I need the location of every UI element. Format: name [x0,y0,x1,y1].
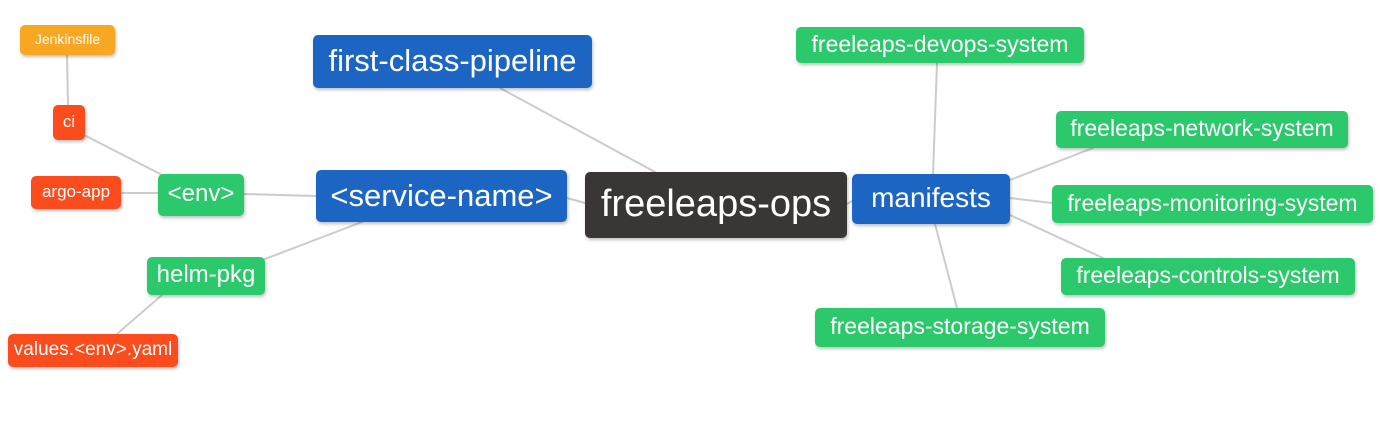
node-label: ci [62,112,76,131]
edge-freeleaps-ops-to-manifests [846,200,853,205]
edge-first-class-pipeline-to-freeleaps-ops [499,87,656,173]
node-argo-app[interactable]: argo-app [31,176,121,209]
node-label: freeleaps-ops [600,183,832,225]
node-ci[interactable]: ci [53,105,85,140]
node-label: argo-app [41,182,111,201]
node-values-env-yaml[interactable]: values.<env>.yaml [8,334,178,367]
edge-ci-to-env [85,135,167,178]
edge-jenkinsfile-to-ci [66,54,69,106]
node-label: <env> [167,180,235,207]
node-monitoring-system[interactable]: freeleaps-monitoring-system [1052,185,1373,223]
edge-manifests-to-monitoring-system [1009,197,1053,204]
node-label: manifests [871,182,991,213]
node-service-name[interactable]: <service-name> [316,170,567,222]
node-freeleaps-ops[interactable]: freeleaps-ops [585,172,847,238]
edge-manifests-to-network-system [1009,147,1094,181]
edge-service-name-to-helm-pkg [264,221,363,260]
node-label: freeleaps-devops-system [811,30,1069,57]
node-network-system[interactable]: freeleaps-network-system [1056,111,1348,148]
edge-env-to-service-name [243,193,317,197]
node-jenkinsfile[interactable]: Jenkinsfile [20,25,115,55]
edge-service-name-to-freeleaps-ops [566,197,586,204]
node-storage-system[interactable]: freeleaps-storage-system [815,308,1105,347]
node-manifests[interactable]: manifests [852,174,1010,224]
node-label: first-class-pipeline [328,43,577,78]
edge-manifests-to-devops-system [932,62,938,175]
node-first-class-pipeline[interactable]: first-class-pipeline [313,35,592,88]
node-env[interactable]: <env> [158,174,244,216]
node-label: freeleaps-controls-system [1076,262,1340,288]
node-label: freeleaps-network-system [1070,115,1334,141]
edge-values-env-yaml-to-helm-pkg [116,294,163,335]
node-label: values.<env>.yaml [13,339,173,360]
node-controls-system[interactable]: freeleaps-controls-system [1061,258,1355,295]
node-label: helm-pkg [156,261,256,288]
node-label: Jenkinsfile [34,31,101,47]
node-label: freeleaps-monitoring-system [1067,189,1358,216]
node-label: freeleaps-storage-system [830,313,1090,339]
node-label: <service-name> [330,177,553,213]
edge-manifests-to-storage-system [934,223,958,309]
node-devops-system[interactable]: freeleaps-devops-system [796,27,1084,63]
node-helm-pkg[interactable]: helm-pkg [147,257,265,295]
edge-manifests-to-controls-system [1009,214,1104,259]
